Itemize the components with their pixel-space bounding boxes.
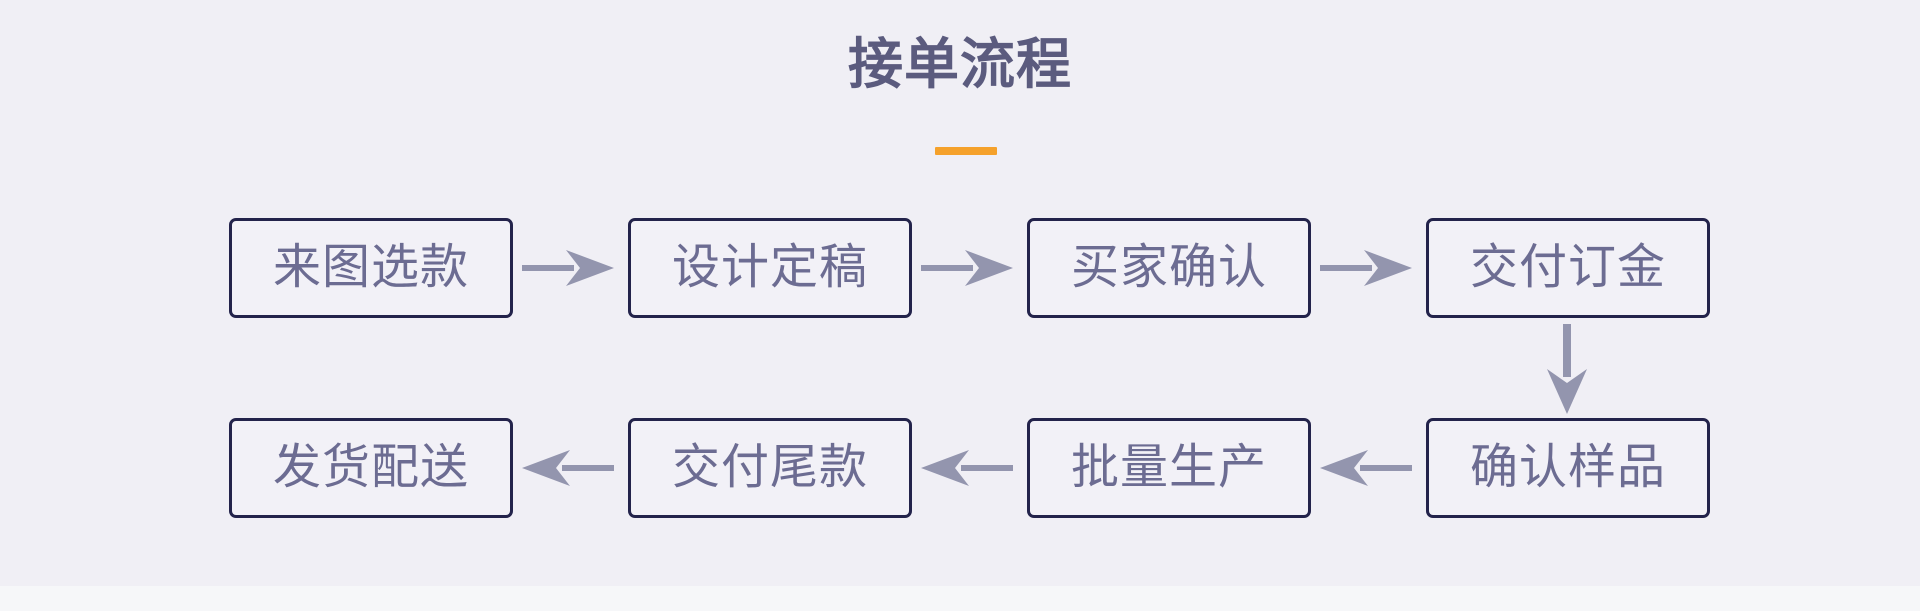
flow-node-fa-huo-pei-song[interactable]: 发货配送	[229, 418, 513, 518]
flow-node-label: 确认样品	[1469, 441, 1666, 494]
flow-node-jiao-fu-ding-jin[interactable]: 交付订金	[1426, 218, 1710, 318]
arrow-left-icon	[1316, 446, 1416, 490]
flow-node-pi-liang-sheng-chan[interactable]: 批量生产	[1027, 418, 1311, 518]
flow-node-label: 设计定稿	[671, 241, 868, 294]
flow-node-mai-jia-que-ren[interactable]: 买家确认	[1027, 218, 1311, 318]
flow-node-jiao-fu-wei-kuan[interactable]: 交付尾款	[628, 418, 912, 518]
flow-node-label: 买家确认	[1070, 241, 1267, 294]
flow-node-label: 交付订金	[1469, 241, 1666, 294]
flow-node-que-ren-yang-pin[interactable]: 确认样品	[1426, 418, 1710, 518]
flow-node-lai-tu-xuan-kuan[interactable]: 来图选款	[229, 218, 513, 318]
flow-node-label: 来图选款	[272, 241, 469, 294]
page-title: 接单流程	[847, 34, 1072, 95]
arrow-right-icon	[917, 246, 1017, 290]
arrow-down-icon	[1543, 321, 1591, 417]
flow-node-label: 交付尾款	[671, 441, 868, 494]
arrow-right-icon	[1316, 246, 1416, 290]
flow-node-she-ji-ding-gao[interactable]: 设计定稿	[628, 218, 912, 318]
arrow-right-icon	[518, 246, 618, 290]
flow-node-label: 批量生产	[1070, 441, 1267, 494]
arrow-left-icon	[518, 446, 618, 490]
title-accent-bar	[935, 147, 997, 155]
bottom-strip	[0, 586, 1920, 611]
arrow-left-icon	[917, 446, 1017, 490]
flow-node-label: 发货配送	[272, 441, 469, 494]
title-block: 接单流程	[0, 36, 1920, 94]
